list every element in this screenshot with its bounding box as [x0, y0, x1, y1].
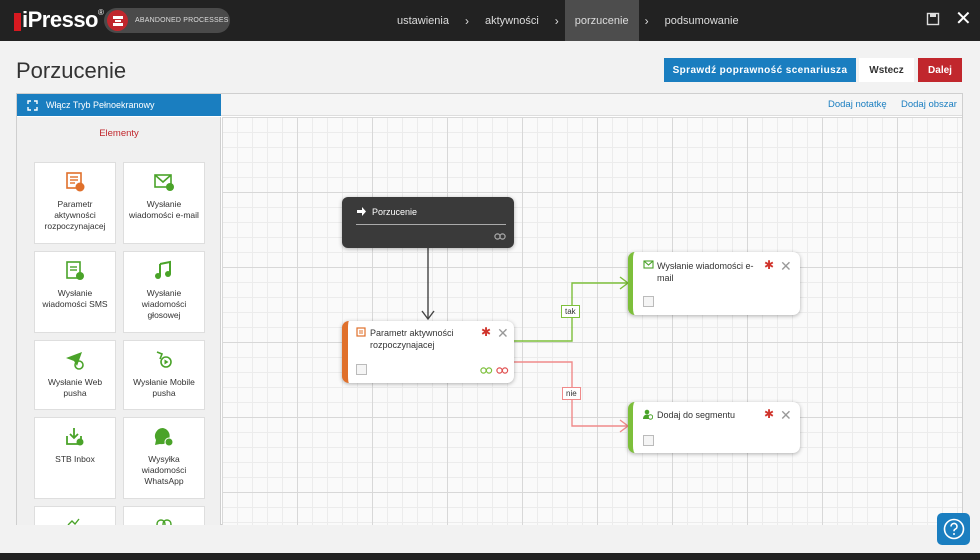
fullscreen-icon	[27, 99, 38, 111]
more-element-icon	[156, 519, 172, 525]
branch-yes-label: tak	[561, 305, 580, 318]
node-checkbox[interactable]	[356, 364, 367, 375]
element-send-web-push[interactable]: Wysłanie Web pusha	[34, 340, 116, 410]
step-porzucenie[interactable]: porzucenie	[564, 0, 639, 41]
element-send-email[interactable]: Wysłanie wiadomości e-mail	[123, 162, 205, 244]
segment-icon	[643, 409, 653, 420]
gear-icon[interactable]: ✱	[764, 407, 775, 421]
wizard-steps: ustawienia › aktywności › porzucenie › p…	[387, 0, 749, 41]
step-aktywnosci[interactable]: aktywności	[484, 14, 539, 27]
node-title: Dodaj do segmentu	[657, 410, 736, 420]
close-icon[interactable]: ✕	[497, 325, 509, 341]
top-bar: iPresso ® ABANDONED PROCESSES ustawienia…	[0, 0, 980, 41]
fullscreen-toggle-button[interactable]: Włącz Tryb Pełnoekranowy	[17, 94, 221, 116]
page-title: Porzucenie	[16, 58, 127, 83]
elements-title: Elementy	[99, 128, 139, 139]
web-push-icon	[66, 352, 84, 370]
sms-icon	[66, 261, 84, 280]
help-button[interactable]	[937, 513, 970, 545]
node-checkbox[interactable]	[643, 435, 654, 446]
branch-no-label: nie	[562, 387, 581, 400]
more-element-icon	[67, 518, 80, 525]
add-area-link[interactable]: Dodaj obszar	[901, 99, 957, 110]
question-icon	[943, 518, 964, 540]
chevron-right-icon: ›	[644, 13, 649, 28]
mobile-push-icon	[156, 351, 172, 368]
node-title: Parametr aktywności rozpoczynajacej	[370, 328, 454, 350]
node-send-email[interactable]: Wysłanie wiadomości e-mail ✱ ✕	[628, 252, 800, 315]
abandoned-process-icon	[107, 10, 128, 31]
email-icon	[154, 174, 174, 191]
element-stb-inbox[interactable]: STB Inbox	[34, 417, 116, 499]
voice-message-icon	[155, 260, 171, 279]
link-no-icon[interactable]	[496, 367, 509, 374]
activity-parameter-icon	[66, 172, 85, 192]
connector-start-arrowhead	[421, 310, 435, 321]
element-more[interactable]	[34, 506, 116, 525]
step-podsumowanie[interactable]: podsumowanie	[664, 14, 739, 27]
ipresso-logo[interactable]: iPresso ®	[14, 6, 104, 34]
element-send-voice[interactable]: Wysłanie wiadomości głosowej	[123, 251, 205, 333]
next-button[interactable]: Dalej	[918, 58, 962, 82]
fullscreen-label: Włącz Tryb Pełnoekranowy	[46, 100, 155, 110]
node-start-porzucenie[interactable]: Porzucenie	[342, 197, 514, 248]
activity-parameter-icon	[356, 327, 366, 337]
chevron-right-icon: ›	[464, 13, 469, 28]
close-icon[interactable]: ✕	[955, 8, 972, 30]
gear-icon[interactable]: ✱	[481, 325, 492, 339]
whatsapp-icon	[154, 427, 174, 447]
element-send-mobile-push[interactable]: Wysłanie Mobile pusha	[123, 340, 205, 410]
close-icon[interactable]: ✕	[780, 407, 792, 423]
element-more[interactable]	[123, 506, 205, 525]
validate-scenario-button[interactable]: Sprawdź poprawność scenariusza	[664, 58, 856, 82]
stb-inbox-icon	[66, 428, 84, 446]
element-send-sms[interactable]: Wysłanie wiadomości SMS	[34, 251, 116, 333]
email-icon	[643, 260, 654, 269]
save-icon[interactable]	[926, 12, 940, 31]
chevron-right-icon: ›	[554, 13, 559, 28]
gear-icon[interactable]: ✱	[764, 258, 775, 272]
node-add-to-segment[interactable]: Dodaj do segmentu ✱ ✕	[628, 402, 800, 453]
bottom-bar	[0, 553, 980, 560]
node-title: Wysłanie wiadomości e-mail	[657, 261, 754, 283]
node-checkbox[interactable]	[643, 296, 654, 307]
link-yes-icon[interactable]	[480, 367, 493, 374]
elements-panel: Elementy Parametr aktywności rozpoczynaj…	[17, 117, 221, 525]
close-icon[interactable]: ✕	[780, 258, 792, 274]
element-activity-parameter[interactable]: Parametr aktywności rozpoczynajacej	[34, 162, 116, 244]
node-activity-parameter[interactable]: Parametr aktywności rozpoczynajacej ✱ ✕	[342, 321, 514, 383]
link-icon[interactable]	[494, 233, 506, 240]
arrow-right-icon	[357, 207, 366, 216]
step-ustawienia[interactable]: ustawienia	[397, 14, 449, 27]
element-send-whatsapp[interactable]: Wysyłka wiadomości WhatsApp	[123, 417, 205, 499]
editor-toolbar: Włącz Tryb Pełnoekranowy Dodaj notatkę D…	[17, 94, 962, 116]
node-title: Porzucenie	[372, 207, 418, 217]
add-note-link[interactable]: Dodaj notatkę	[828, 99, 887, 110]
process-type-badge: ABANDONED PROCESSES	[104, 8, 230, 33]
back-button[interactable]: Wstecz	[859, 58, 914, 82]
process-type-label: ABANDONED PROCESSES	[135, 17, 229, 24]
logo-text: iPresso	[22, 7, 99, 32]
